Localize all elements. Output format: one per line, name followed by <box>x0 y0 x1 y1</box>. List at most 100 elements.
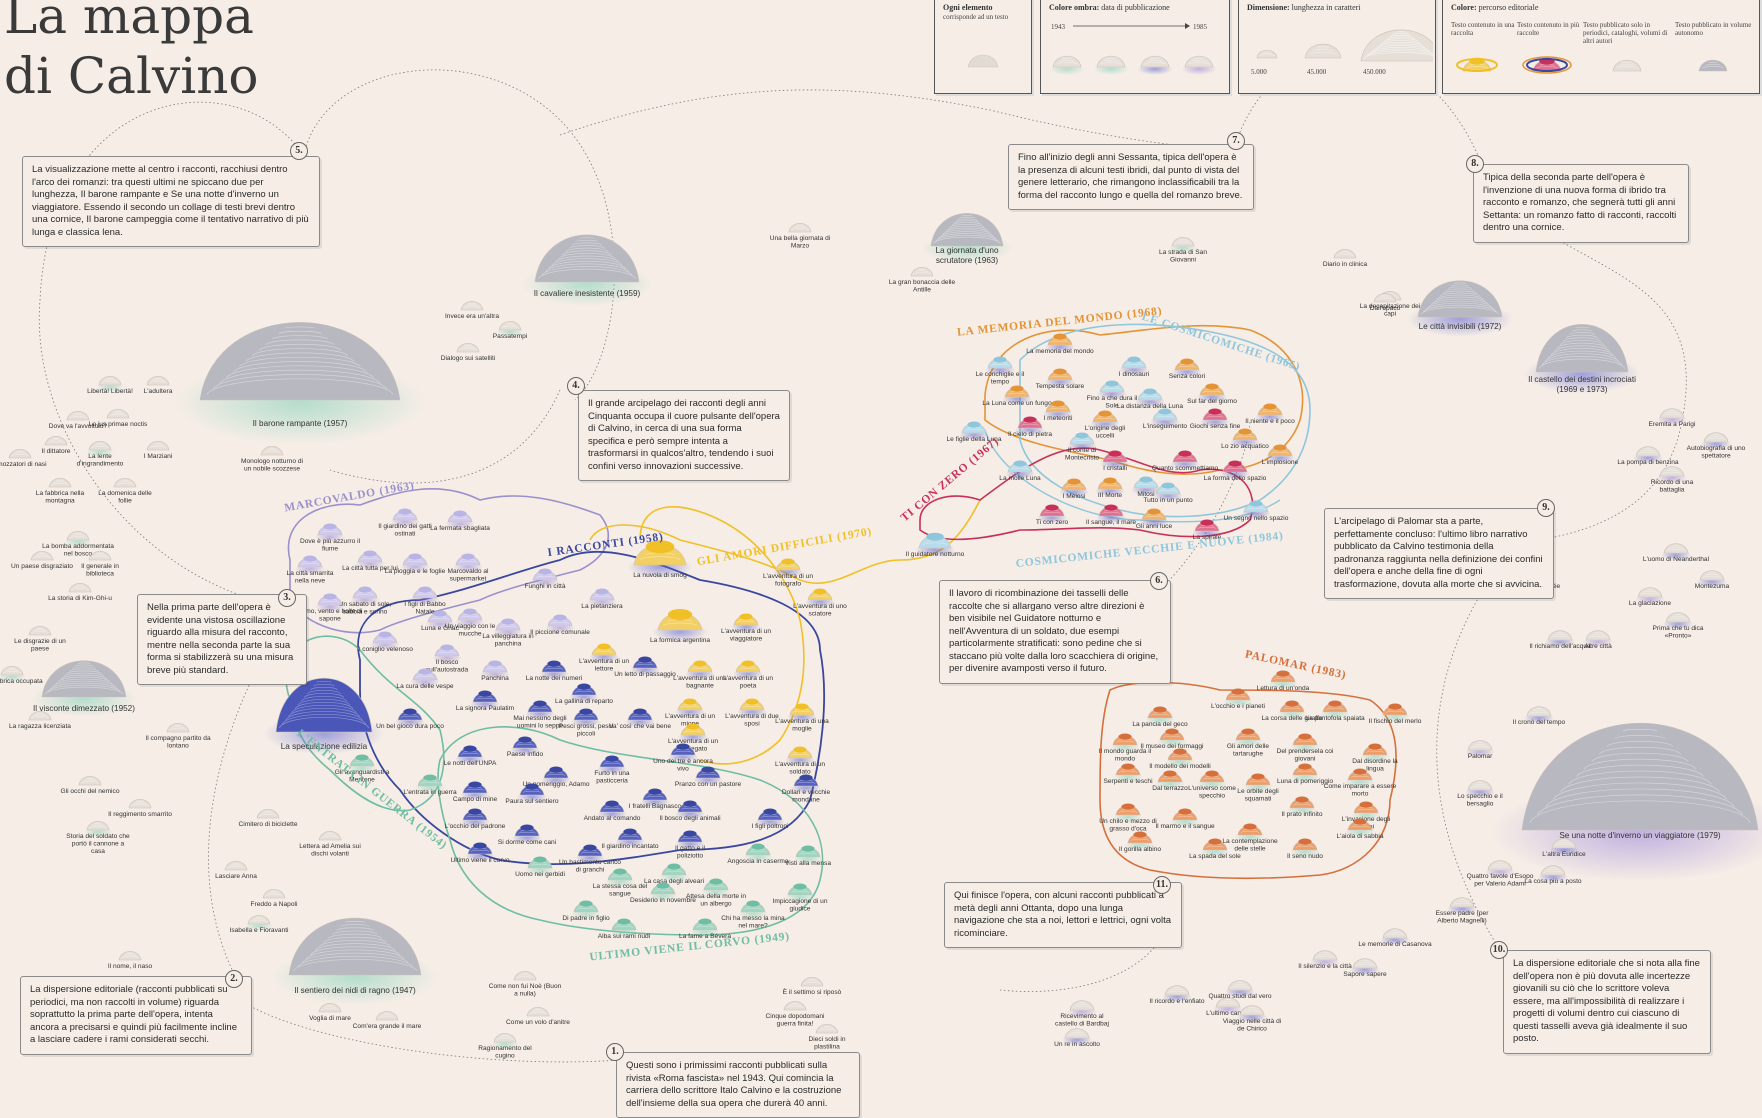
note-11-text: Qui finisce l'opera, con alcuni racconti… <box>954 890 1172 939</box>
mound-ring <box>1102 387 1122 390</box>
mound-ring <box>1106 58 1116 60</box>
mound-ring <box>635 663 655 666</box>
story-il-ricordo-e-l-enfiato: Il ricordo e l'enfiato <box>1149 985 1205 1005</box>
mound-ring <box>1546 869 1560 871</box>
mound-cap <box>1158 408 1172 415</box>
mound-body <box>1521 723 1759 831</box>
story-pranzo-con-un-pastore: Pranzo con un pastore <box>675 766 741 788</box>
mound-ring <box>1042 511 1062 514</box>
story-il-giardino-incantato-label: Il giardino incantato <box>601 843 659 850</box>
mound-ring <box>1355 963 1375 966</box>
mound-ring <box>683 730 703 733</box>
story-il-cielo-di-pietra-label: Il cielo di pietra <box>1008 431 1052 438</box>
story-l-occhio-e-i-pianeti: L'occhio e i pianeti <box>1211 688 1266 710</box>
mound-cap <box>1241 728 1255 735</box>
story-l-implosione: L'implosione <box>1262 444 1299 466</box>
mound-ring <box>49 439 63 441</box>
mound-ring <box>340 924 370 927</box>
mound-cap <box>518 736 532 743</box>
mound-cap <box>378 631 392 638</box>
story-quattro-studi-dal-vero: Quattro studi dal vero <box>1208 980 1272 1000</box>
mound-ring <box>1259 54 1275 57</box>
mound-cap <box>583 844 597 851</box>
legend-path-icons <box>1456 56 1728 74</box>
mound-cap <box>1298 733 1312 740</box>
story-lo-specchio-e-il-bersaglio-label: bersaglio <box>1467 801 1494 808</box>
mound-cap <box>468 781 482 788</box>
story-i-figli-poltroni-label: I figli poltroni <box>751 823 789 830</box>
mound-ring <box>935 235 999 242</box>
mound-ring <box>278 330 322 334</box>
story-l-ultimo-canale: L'ultimo canale <box>1206 997 1250 1017</box>
story-dove-va-l-avvoltoio: Dove va l'avvoltoio? <box>49 411 108 430</box>
story-la-storia-di-kim-ghi-u-label: La storia di Kim-Ghi-u <box>48 595 112 602</box>
story-palomar: Palomar <box>1465 740 1495 760</box>
legend-size-mound-small <box>1256 49 1278 59</box>
mound-ring <box>1130 838 1150 841</box>
story-la-signora-paulatim: La signora Paulatim <box>456 690 515 712</box>
mound-ring <box>1202 390 1222 393</box>
mound-body <box>0 666 24 676</box>
story-le-memorie-di-casanova-label: Le memorie di Casanova <box>1358 941 1432 948</box>
story-la-pompa-di-benzina: La pompa di benzina <box>1617 446 1679 466</box>
mound-cap <box>993 356 1007 363</box>
mound-ring <box>1437 294 1483 300</box>
mound-ring <box>1205 415 1225 418</box>
note-2-text: La dispersione editoriale (racconti pubb… <box>30 984 238 1045</box>
story-dialogo-sui-satelliti-label: Dialogo sui satelliti <box>441 355 496 362</box>
mound-cap <box>597 643 611 650</box>
story-la-cura-delle-vespe: La cura delle vespe <box>396 668 454 690</box>
note-10: La dispersione editoriale che si nota al… <box>1503 950 1711 1054</box>
story-paese-infido: Paese infido <box>507 736 543 758</box>
mound-ring <box>790 890 810 893</box>
mound-ring <box>219 369 381 384</box>
mound-ring <box>1448 286 1472 289</box>
mound-ring <box>267 892 281 894</box>
story-la-citta-tutta-per-lui: La città tutta per lui <box>342 550 398 572</box>
mound-ring <box>602 762 622 765</box>
story-un-bel-gioco-dura-poco: Un bel gioco dura poco <box>376 708 444 730</box>
mound-ring <box>529 1012 547 1015</box>
story-la-casa-degli-alveari-label: La casa degli alveari <box>644 878 705 885</box>
story-il-silenzio-e-la-citta-label: Il silenzio e la città <box>1298 963 1352 970</box>
mound-ring <box>1622 62 1632 64</box>
story-la-pietanziera-label: La pietanziera <box>581 603 623 610</box>
mound-ring <box>1641 450 1655 452</box>
corvo-boundary <box>437 726 824 936</box>
legend-shadow-mound-2 <box>1093 55 1129 75</box>
story-il-cielo-di-pietra: Il cielo di pietra <box>1008 416 1052 438</box>
mound-body <box>1312 950 1338 961</box>
mound-body <box>256 809 280 819</box>
story-attesa-della-morte-in-un-albergo-label: Attesa della morte in <box>686 893 746 900</box>
mound-ring <box>1124 363 1144 366</box>
story-andato-al-comando-label: Andato al comando <box>584 815 641 822</box>
story-la-distanza-della-luna: La distanza della Luna <box>1117 388 1183 410</box>
novel-cavaliere-inesistente-label: Il cavaliere inesistente (1959) <box>534 289 641 298</box>
story-la-cosa-piu-a-posto: La cosa più a posto <box>1524 865 1582 885</box>
mound-ring <box>810 595 830 598</box>
story-voglia-di-mare: Voglia di mare <box>309 1003 351 1022</box>
mound-ring <box>297 955 413 968</box>
legend-shadow-from: 1943 <box>1051 23 1065 31</box>
novel-se-una-notte-label: Se una notte d'inverno un viaggiatore (1… <box>1559 831 1721 840</box>
story-la-stessa-cosa-del-sangue-label: sangue <box>609 891 631 898</box>
story-di-padre-in-figlio-label: Di padre in figlio <box>562 915 610 922</box>
mound-cap <box>1205 770 1219 777</box>
mound-ring <box>345 921 365 923</box>
story-l-occhio-del-padrone-label: L'occhio del padrone <box>445 823 506 830</box>
mound-ring <box>49 682 119 690</box>
mound-ring <box>415 593 435 596</box>
story-la-domenica-delle-follie-label: La domenica delle <box>98 490 152 497</box>
story-un-letto-di-passaggio: Un letto di passaggio <box>614 656 676 678</box>
mound-ring <box>1095 417 1115 420</box>
mound-ring <box>310 686 338 691</box>
story-cimitero-di-biciclette: Cimitero di biciclette <box>239 809 298 828</box>
story-l-avventura-di-un-soldato-label: soldato <box>789 769 811 776</box>
mound-ring <box>818 1029 836 1032</box>
mound-ring <box>460 752 480 755</box>
mound-ring <box>1118 810 1138 813</box>
